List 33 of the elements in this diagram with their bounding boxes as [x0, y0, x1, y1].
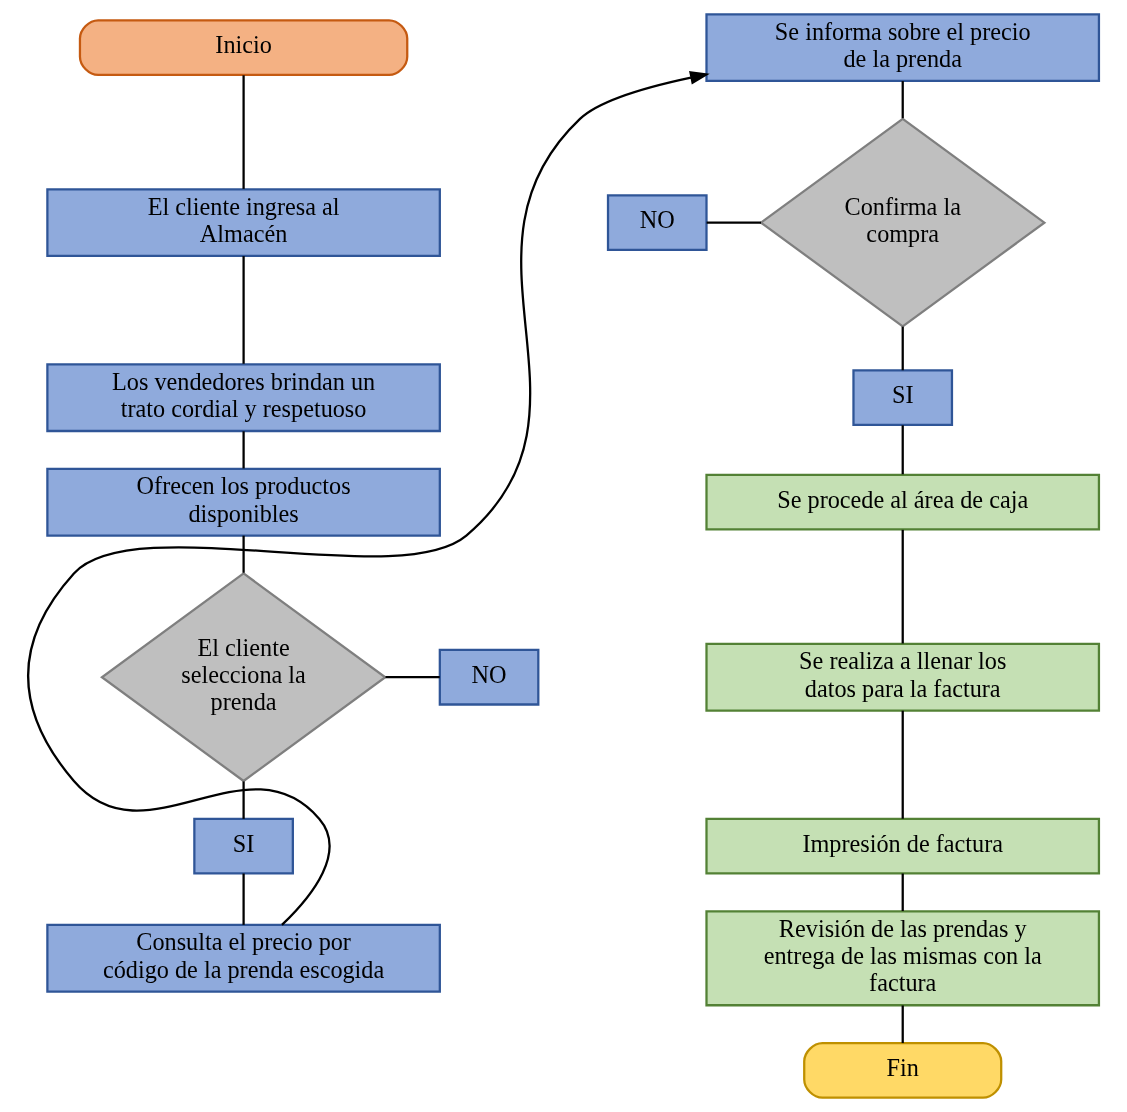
connector [242, 256, 245, 364]
node-diamond: El cliente selecciona la prenda [100, 572, 388, 783]
node-box: Ofrecen los productos disponibles [46, 467, 441, 537]
connector [901, 529, 904, 644]
node-box: NO [438, 648, 540, 706]
connector [901, 425, 904, 475]
node-box: SI [193, 817, 294, 875]
connector [385, 676, 440, 679]
arrow [27, 70, 710, 926]
connector [901, 710, 904, 819]
node-box: El cliente ingresa al Almacén [46, 188, 441, 258]
node-box: Se informa sobre el precio de la prenda [705, 13, 1101, 83]
connector [901, 326, 904, 371]
connector [706, 221, 762, 224]
node-box: Se procede al área de caja [705, 473, 1101, 531]
connector [242, 873, 245, 925]
connector [242, 75, 245, 189]
connector [242, 781, 245, 819]
node-diamond: Confirma la compra [759, 117, 1047, 328]
connector [901, 873, 904, 912]
node-box: Consulta el precio por código de la prenda escogida [46, 923, 441, 993]
connector [901, 81, 904, 119]
node-box: SI [852, 369, 954, 427]
node-box: Se realiza a llenar los datos para la factura [705, 642, 1101, 712]
node-box: Inicio [78, 19, 409, 77]
connector [242, 431, 245, 469]
node-box: Impresión de factura [705, 817, 1101, 875]
connector [901, 1005, 904, 1044]
connector [242, 535, 245, 573]
node-box: Revisión de las prendas y entrega de las mismas con la factura [705, 910, 1101, 1007]
node-box: NO [606, 194, 708, 252]
node-box: Fin [803, 1042, 1003, 1099]
node-box: Los vendedores brindan un trato cordial y respetuoso [46, 363, 441, 433]
